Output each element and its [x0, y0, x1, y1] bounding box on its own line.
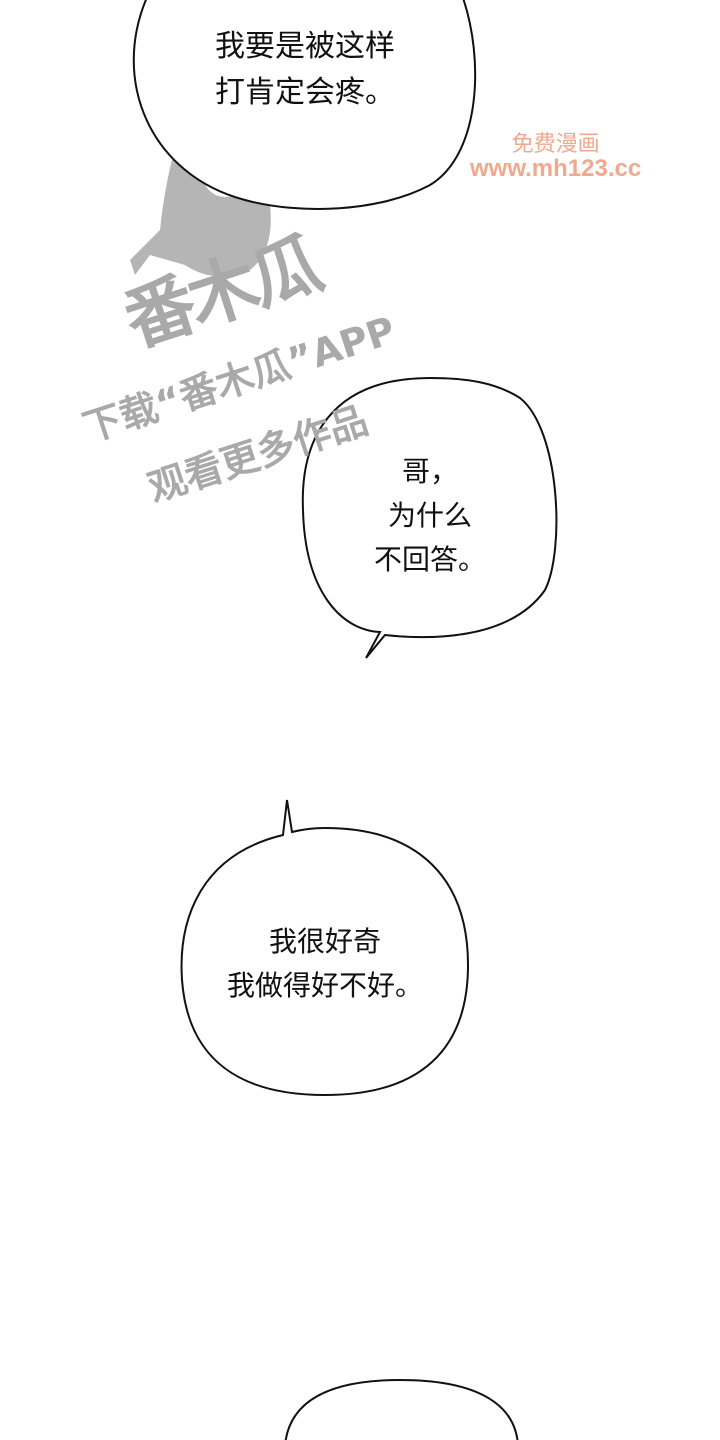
- dialogue-line: 打肯定会疼。: [215, 75, 395, 110]
- dialogue-line: 为什么: [387, 499, 472, 532]
- site-watermark: 免费漫画 www.mh123.cc: [470, 132, 641, 182]
- dialogue-line: 哥，: [401, 455, 458, 488]
- bubble-2-text: 哥， 为什么 不回答。: [320, 450, 540, 582]
- dialogue-line: 我很好奇: [268, 925, 381, 958]
- site-url: www.mh123.cc: [470, 155, 642, 182]
- dialogue-line: 我做得好不好。: [226, 969, 423, 1002]
- bubble-4: [284, 1378, 519, 1440]
- dialogue-line: 不回答。: [373, 543, 486, 576]
- bubble-1: [132, 0, 477, 210]
- bubble-3: [180, 799, 470, 1097]
- dialogue-line: 我要是被这样: [215, 29, 395, 64]
- bubble-1-text: 我要是被这样 打肯定会疼。: [150, 24, 460, 116]
- bubble-3-text: 我很好奇 我做得好不好。: [190, 920, 460, 1008]
- bubble-2: [301, 376, 558, 659]
- site-title: 免费漫画: [511, 131, 600, 156]
